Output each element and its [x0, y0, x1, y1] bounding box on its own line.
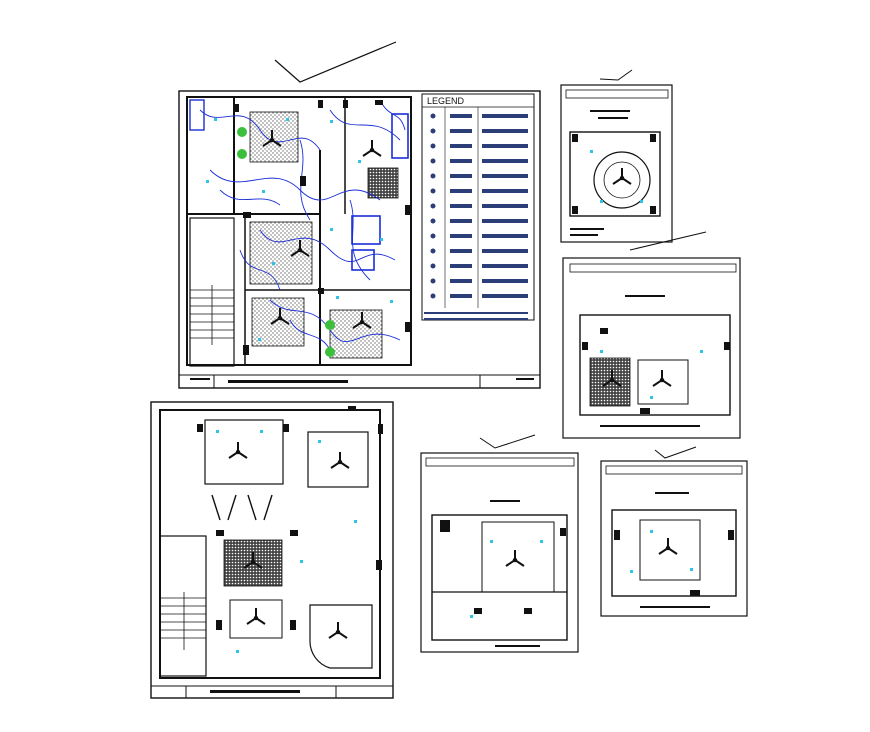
legend-symbol-icon	[430, 233, 436, 239]
legend-code-bar	[450, 249, 472, 253]
legend-code-bar	[450, 264, 472, 268]
ceiling-detail-sheet-c	[420, 434, 579, 653]
legend-symbol-icon	[430, 293, 436, 299]
legend-description-bar	[482, 159, 528, 163]
legend-symbol-icon	[430, 128, 436, 134]
legend-code-bar	[450, 234, 472, 238]
legend-description-bar	[482, 219, 528, 223]
legend-symbol-icon	[430, 173, 436, 179]
sheet-border	[178, 90, 541, 389]
legend: LEGEND	[421, 93, 535, 321]
legend-description-bar	[482, 264, 528, 268]
legend-code-bar	[450, 114, 472, 118]
ceiling-detail-sheet-d	[600, 446, 748, 617]
legend-description-bar	[482, 234, 528, 238]
ceiling-detail-sheet-a	[560, 69, 707, 251]
legend-description-bar	[482, 129, 528, 133]
legend-code-bar	[450, 159, 472, 163]
legend-symbol-icon	[430, 188, 436, 194]
stair-block	[189, 217, 235, 367]
wiring-runs	[199, 99, 406, 351]
legend-symbol-icon	[430, 278, 436, 284]
legend-symbol-icon	[430, 203, 436, 209]
legend-description-bar	[482, 174, 528, 178]
legend-description-bar	[482, 294, 528, 298]
legend-code-bar	[450, 279, 472, 283]
electrical-layout-sheet: LEGEND	[178, 41, 541, 389]
ceiling-detail-sheet-b	[562, 257, 741, 439]
legend-symbol-icon	[430, 248, 436, 254]
legend-description-bar	[482, 189, 528, 193]
legend-symbol-icon	[430, 113, 436, 119]
legend-description-bar	[482, 249, 528, 253]
legend-code-bar	[450, 204, 472, 208]
light-point-icon	[206, 118, 393, 341]
legend-description-bar	[482, 279, 528, 283]
legend-rows	[430, 113, 528, 299]
legend-description-bar	[482, 144, 528, 148]
legend-code-bar	[450, 174, 472, 178]
floor-plan	[186, 96, 412, 367]
legend-code-bar	[450, 189, 472, 193]
legend-symbol-icon	[430, 143, 436, 149]
sheet-title-bar	[228, 380, 348, 383]
legend-description-bar	[482, 204, 528, 208]
legend-code-bar	[450, 129, 472, 133]
legend-title: LEGEND	[427, 96, 465, 106]
legend-code-bar	[450, 144, 472, 148]
legend-symbol-icon	[430, 263, 436, 269]
legend-symbol-icon	[430, 158, 436, 164]
legend-code-bar	[450, 294, 472, 298]
legend-code-bar	[450, 219, 472, 223]
legend-symbol-icon	[430, 218, 436, 224]
plant-icon	[237, 127, 335, 357]
fan-layout-sheet	[150, 401, 394, 699]
leader-line	[274, 41, 397, 83]
legend-description-bar	[482, 114, 528, 118]
